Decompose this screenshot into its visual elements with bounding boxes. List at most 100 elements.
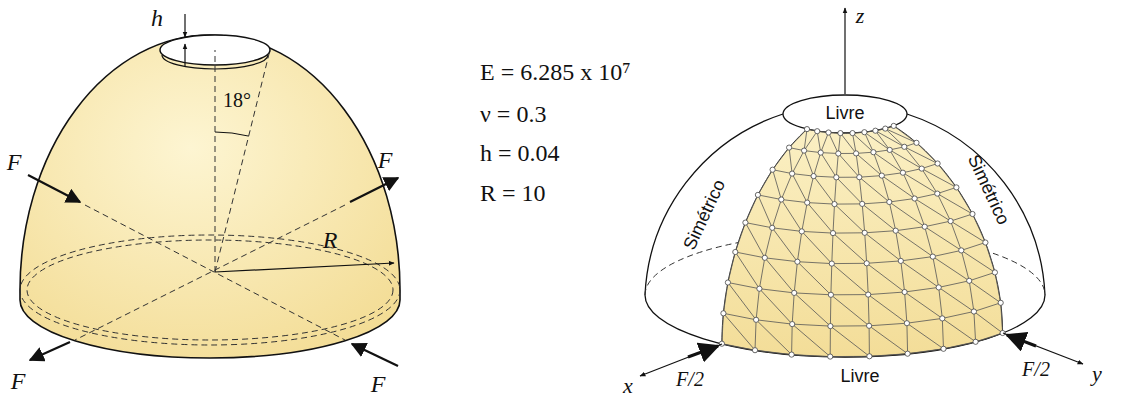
mesh-edge [807, 203, 834, 205]
mesh-node [970, 211, 975, 216]
mesh-node [862, 130, 867, 135]
mesh-node [864, 261, 869, 266]
mesh-edge [814, 176, 835, 204]
mesh-node [799, 229, 804, 234]
mesh-node [893, 228, 898, 233]
mesh-node [905, 351, 910, 356]
mesh-edge [765, 258, 794, 293]
mesh-node [755, 192, 760, 197]
mesh-edge [904, 147, 921, 169]
mesh-edge [723, 283, 728, 314]
mesh-edge [933, 257, 939, 288]
mesh-node [959, 248, 964, 253]
mesh-edge [865, 233, 867, 263]
mesh-node [902, 144, 907, 149]
mesh-edge [862, 202, 889, 204]
mesh-node [752, 348, 757, 353]
mesh-edge [765, 228, 772, 258]
mesh-edge [974, 312, 976, 342]
mesh-edge [781, 174, 792, 200]
mesh-edge [939, 287, 943, 318]
mesh-edge [907, 318, 942, 323]
mesh-edge [789, 129, 807, 148]
mesh-node [857, 175, 862, 180]
mesh-edge [925, 221, 951, 227]
mesh-edge [889, 199, 914, 203]
mesh-edge [814, 176, 837, 177]
force-label: F [371, 371, 386, 397]
mesh-edge [889, 202, 895, 231]
mesh-node [862, 230, 867, 235]
mesh-edge [938, 164, 957, 188]
mesh-node [873, 128, 878, 133]
mesh-node [935, 191, 940, 196]
mesh-edge [759, 289, 792, 324]
mesh-edge [833, 233, 867, 263]
mesh-edge [838, 154, 859, 178]
mesh-edge [835, 204, 865, 233]
mesh-node [811, 174, 816, 179]
mesh-node [790, 171, 795, 176]
axis-label: z [856, 4, 865, 28]
boundary-label: Livre [840, 367, 879, 387]
mesh-edge [755, 320, 756, 350]
mesh-edge [831, 295, 869, 326]
mesh-node [828, 354, 833, 359]
mesh-node [941, 346, 946, 351]
mesh-edge [722, 344, 755, 351]
radius-arrow [215, 263, 394, 272]
mesh-node [721, 311, 726, 316]
mesh-edge [896, 231, 901, 261]
equator-dashed-inner [27, 240, 393, 340]
mesh-node [795, 259, 800, 264]
mesh-node [838, 131, 843, 136]
mesh-edge [838, 133, 840, 153]
boundary-label: Livre [825, 104, 864, 124]
mesh-node [779, 197, 784, 202]
mesh-node [733, 249, 738, 254]
angle-arc [215, 132, 249, 136]
force-label: F/2 [1022, 358, 1050, 380]
thickness-arrow [184, 14, 185, 37]
mesh-edge [882, 176, 890, 202]
mesh-node [832, 202, 837, 207]
mesh-node [866, 292, 871, 297]
mesh-edge [901, 261, 939, 288]
top-hole [783, 95, 907, 133]
mesh-edge [906, 323, 908, 354]
mesh-edge [830, 295, 832, 326]
mesh-node [828, 324, 833, 329]
mesh-edge [869, 354, 907, 357]
mesh-edge [939, 287, 974, 311]
mesh-node [971, 309, 976, 314]
mesh-edge [802, 231, 833, 233]
axis-label: y [1092, 362, 1102, 386]
mesh-edge [873, 152, 881, 175]
mesh-edge [773, 148, 790, 170]
force-arrow [350, 178, 398, 202]
mesh-edge [772, 200, 781, 228]
mesh-edge [869, 323, 907, 326]
mesh-edge [915, 194, 938, 199]
mesh-edge [905, 287, 939, 292]
mesh-edge [794, 262, 797, 293]
mesh-node [725, 280, 730, 285]
mesh-edge [961, 250, 995, 272]
mesh-edge [830, 356, 869, 357]
mesh-node [834, 175, 839, 180]
mesh-edge [896, 227, 925, 231]
mesh-edge [792, 151, 804, 174]
mesh-node [790, 322, 795, 327]
mesh-edge [995, 272, 1001, 302]
mesh-edge [1001, 303, 1003, 333]
mesh-figure [640, 8, 1083, 376]
mesh-edge [772, 228, 802, 232]
mesh-edge [835, 177, 837, 204]
mesh-edge [759, 289, 794, 293]
mesh-edge [792, 174, 807, 203]
mesh-edge [922, 169, 938, 194]
mesh-edge [755, 350, 792, 354]
mesh-edge [797, 231, 801, 261]
mesh-edge [833, 232, 865, 233]
